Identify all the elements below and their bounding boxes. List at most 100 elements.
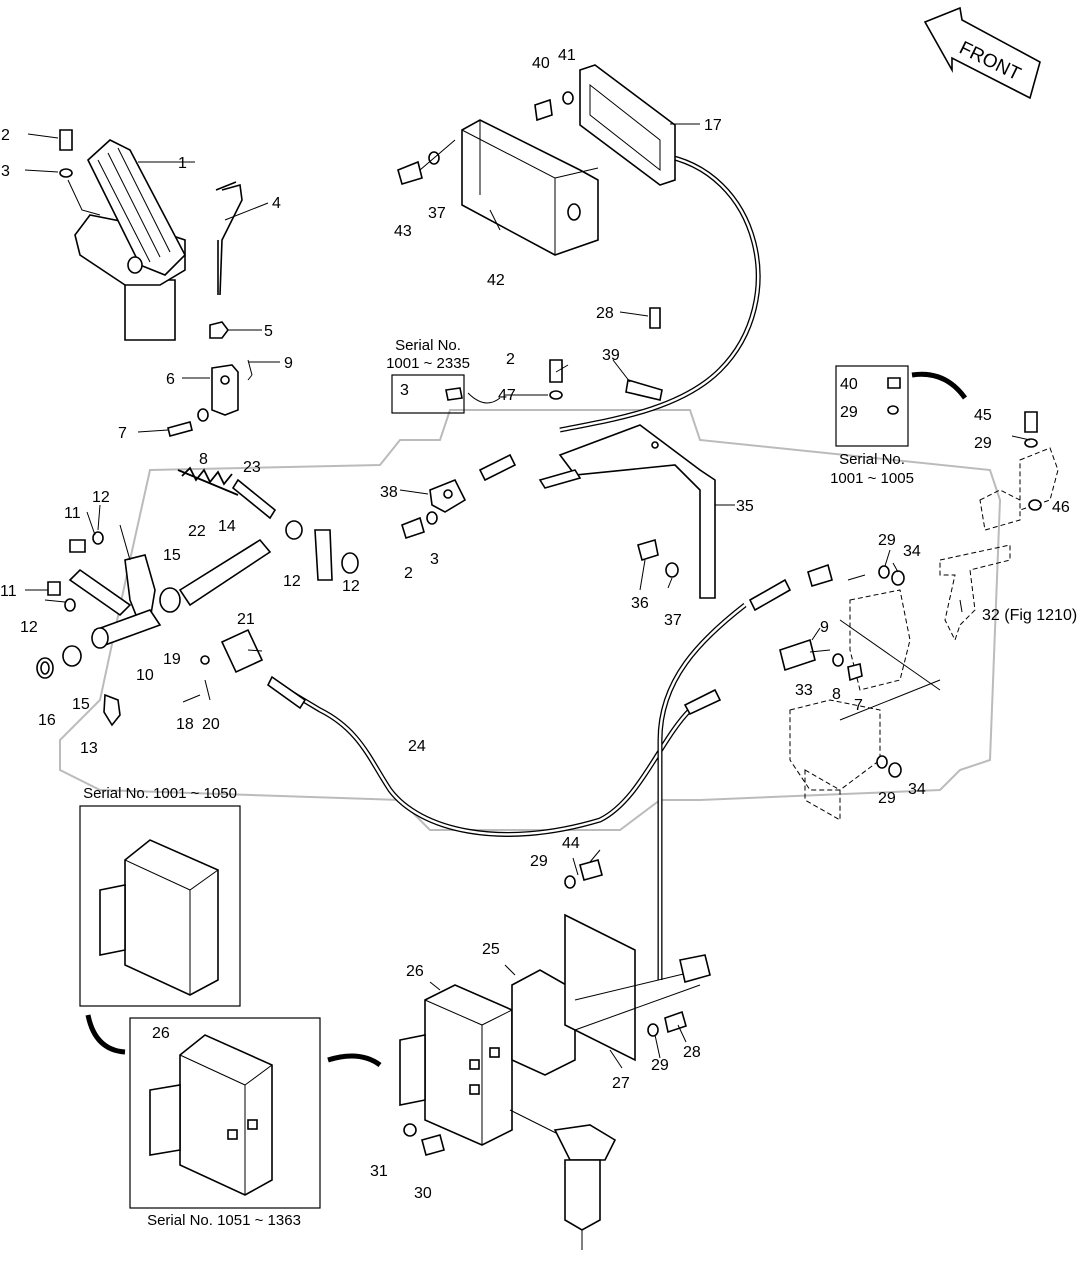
linkage-assembly xyxy=(779,447,1059,821)
callout-5-nut: 5 xyxy=(264,323,273,340)
callout-9-pin: 9 xyxy=(284,355,293,372)
callout-19: 19 xyxy=(163,651,181,668)
serial-b-line2: 1001 ~ 1005 xyxy=(830,470,914,487)
callout-16: 16 xyxy=(38,712,56,729)
callout-28-top: 28 xyxy=(596,305,614,322)
callout-29-bracket: 29 xyxy=(651,1057,669,1074)
callout-36: 36 xyxy=(631,595,649,612)
callout-2-mid: 2 xyxy=(506,351,515,368)
controller-25 xyxy=(511,969,576,1076)
callout-3-inset: 3 xyxy=(400,382,409,399)
callout-40-top: 40 xyxy=(532,55,550,72)
bracket-38 xyxy=(429,478,467,513)
pedal-rod xyxy=(215,181,243,296)
callout-21: 21 xyxy=(237,611,255,628)
support-bracket xyxy=(538,424,716,599)
callout-2-pedal-bolt: 2 xyxy=(1,127,10,144)
callout-34-mid: 34 xyxy=(903,543,921,560)
callout-8-washer: 8 xyxy=(199,451,208,468)
accelerator-pedal xyxy=(74,139,186,341)
callout-38: 38 xyxy=(380,484,398,501)
callout-4-rod: 4 xyxy=(272,195,281,212)
watermark xyxy=(59,409,1002,831)
callout-27: 27 xyxy=(612,1075,630,1092)
callout-29-low: 29 xyxy=(878,790,896,807)
callout-7-pin: 7 xyxy=(118,425,127,442)
callout-35: 35 xyxy=(736,498,754,515)
bracket-27 xyxy=(564,913,711,1062)
leader-lines xyxy=(24,123,1041,1069)
callout-10: 10 xyxy=(136,667,154,684)
callout-22: 22 xyxy=(188,523,206,540)
callout-30: 30 xyxy=(414,1185,432,1202)
callout-7-right: 7 xyxy=(854,697,863,714)
callout-45: 45 xyxy=(974,407,992,424)
callout-24: 24 xyxy=(408,738,426,755)
inset-serial-b: Serial No. 1001 ~ 1005 xyxy=(830,365,968,487)
callout-9-right: 9 xyxy=(820,619,829,636)
callout-17: 17 xyxy=(704,117,722,134)
callout-20: 20 xyxy=(202,716,220,733)
inset-serial-c: Serial No. 1001 ~ 1050 xyxy=(79,785,241,1007)
callout-1-pedal: 1 xyxy=(178,155,187,172)
callout-3-low: 3 xyxy=(430,551,439,568)
callout-40-inset: 40 xyxy=(840,376,858,393)
callout-8-right: 8 xyxy=(832,686,841,703)
callout-29-mid: 29 xyxy=(878,532,896,549)
lower-cable xyxy=(657,578,792,980)
serial-d-caption: Serial No. 1051 ~ 1363 xyxy=(147,1212,301,1229)
callout-23: 23 xyxy=(243,459,261,476)
upper-cable xyxy=(478,152,761,482)
callout-46: 46 xyxy=(1052,499,1070,516)
callout-3-pedal-washer: 3 xyxy=(1,163,10,180)
callout-12-right-b: 12 xyxy=(342,578,360,595)
callout-26-inset: 26 xyxy=(152,1025,170,1042)
callout-12-right-a: 12 xyxy=(283,573,301,590)
inset-serial-d: Serial No. 1051 ~ 1363 xyxy=(85,1014,382,1229)
lever-shaft-assembly xyxy=(36,466,359,727)
relay-box xyxy=(399,984,513,1146)
serial-a-line2: 1001 ~ 2335 xyxy=(386,355,470,372)
callout-15-lower: 15 xyxy=(72,696,90,713)
callout-43: 43 xyxy=(394,223,412,240)
callout-14: 14 xyxy=(218,518,236,535)
mounting-plate xyxy=(579,64,676,186)
callout-29-bottom: 29 xyxy=(530,853,548,870)
callout-29-right: 29 xyxy=(974,435,992,452)
callout-37-top: 37 xyxy=(428,205,446,222)
callout-26-main: 26 xyxy=(406,963,424,980)
serial-c-caption: Serial No. 1001 ~ 1050 xyxy=(83,785,237,802)
filter-unit xyxy=(509,1109,617,1250)
serial-a-line1: Serial No. xyxy=(395,337,461,354)
callout-28-bottom: 28 xyxy=(683,1044,701,1061)
callout-11-lower: 11 xyxy=(0,583,17,600)
fasteners xyxy=(47,91,1042,1156)
rod-nut xyxy=(209,321,229,339)
pin xyxy=(167,408,209,437)
callout-32: 32 (Fig 1210) xyxy=(982,607,1077,624)
serial-b-line1: Serial No. xyxy=(839,451,905,468)
callout-2-low: 2 xyxy=(404,565,413,582)
callout-11-upper: 11 xyxy=(64,505,81,522)
clevis xyxy=(211,359,253,416)
callout-29-inset: 29 xyxy=(840,404,858,421)
callout-37-low: 37 xyxy=(664,612,682,629)
callouts: 2 3 1 4 5 6 9 7 8 23 22 14 12 11 15 11 1… xyxy=(0,47,1077,1202)
callout-31: 31 xyxy=(370,1163,388,1180)
callout-39: 39 xyxy=(602,347,620,364)
callout-47: 47 xyxy=(498,387,516,404)
callout-25: 25 xyxy=(482,941,500,958)
callout-18: 18 xyxy=(176,716,194,733)
callout-44: 44 xyxy=(562,835,580,852)
cable-clamp xyxy=(625,378,663,401)
callout-34-low: 34 xyxy=(908,781,926,798)
control-box xyxy=(461,119,599,256)
front-arrow: FRONT xyxy=(923,6,1041,100)
callout-6-clevis: 6 xyxy=(166,371,175,388)
callout-33: 33 xyxy=(795,682,813,699)
callout-15-upper: 15 xyxy=(163,547,181,564)
callout-42: 42 xyxy=(487,272,505,289)
callout-12-upper: 12 xyxy=(92,489,110,506)
throttle-cable xyxy=(266,675,722,837)
